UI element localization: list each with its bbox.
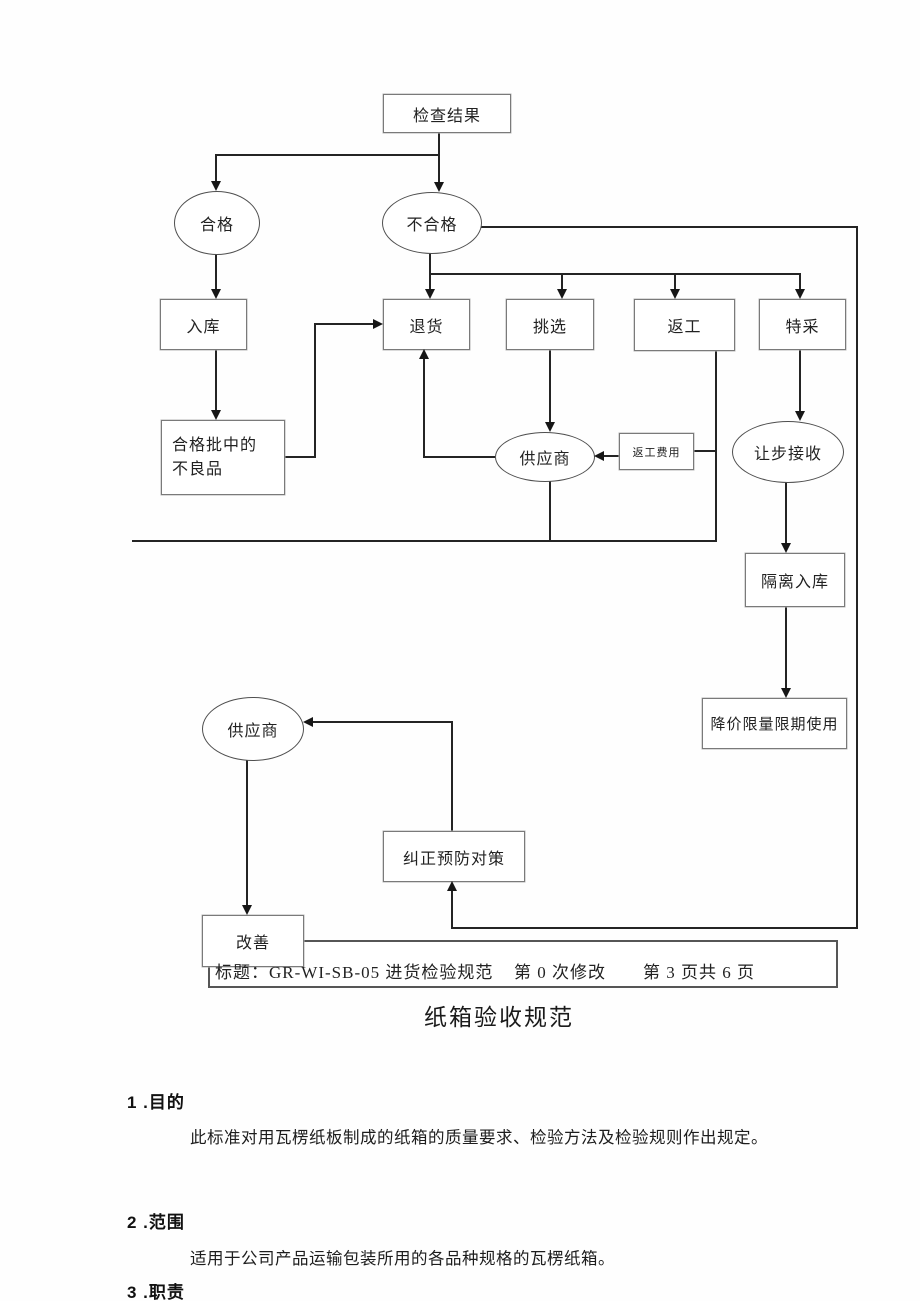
arrowhead: [211, 289, 221, 299]
arrowhead: [557, 289, 567, 299]
flow-line: [132, 540, 717, 542]
arrowhead: [242, 905, 252, 915]
flow-line: [451, 890, 453, 928]
flow-line: [451, 721, 453, 831]
flow-line: [799, 273, 801, 290]
flow-node-rework: 返工: [634, 299, 735, 351]
arrowhead: [594, 451, 604, 461]
arrowhead: [795, 289, 805, 299]
defective-label-line1: 合格批中的: [172, 437, 258, 455]
flow-line: [215, 253, 217, 290]
arrowhead: [781, 543, 791, 553]
flow-node-defective-in-qualified-batch: 合格批中的 不良品: [161, 420, 285, 495]
arrowhead: [303, 717, 313, 727]
flow-line: [451, 927, 858, 929]
flow-line: [438, 131, 440, 183]
flow-node-sorting: 挑选: [506, 299, 594, 350]
flow-line: [480, 226, 858, 228]
footer-revision: 第 0 次修改: [514, 963, 606, 982]
flow-node-warehouse-in: 入库: [160, 299, 247, 350]
flow-node-improvement: 改善: [202, 915, 304, 967]
arrowhead: [795, 411, 805, 421]
arrowhead: [211, 181, 221, 191]
section-body-purpose: 此标准对用瓦楞纸板制成的纸箱的质量要求、检验方法及检验规则作出规定。: [190, 1128, 768, 1147]
flow-line: [429, 252, 431, 290]
flow-line: [603, 455, 619, 457]
flow-line: [215, 154, 217, 182]
flow-line: [246, 759, 248, 906]
flow-line: [549, 479, 551, 541]
flow-node-isolation-warehouse: 隔离入库: [745, 553, 845, 607]
section-body-scope: 适用于公司产品运输包装所用的各品种规格的瓦楞纸箱。: [190, 1249, 615, 1268]
flow-line: [561, 273, 563, 290]
flow-node-supplier-lower: 供应商: [202, 697, 304, 761]
arrowhead: [211, 410, 221, 420]
flow-node-rework-fee: 返工费用: [619, 433, 694, 470]
arrowhead: [434, 182, 444, 192]
flow-line: [674, 273, 676, 290]
arrowhead: [419, 349, 429, 359]
flow-line: [715, 349, 717, 541]
footer-bar: [208, 940, 838, 988]
flow-line: [423, 456, 495, 458]
flow-node-qualified: 合格: [174, 191, 260, 255]
flow-line: [215, 348, 217, 411]
flow-node-corrective-action: 纠正预防对策: [383, 831, 525, 882]
flow-line: [785, 605, 787, 689]
arrowhead: [373, 319, 383, 329]
flow-line: [423, 358, 425, 457]
flow-node-special-acceptance: 特采: [759, 299, 846, 350]
flow-line: [314, 323, 374, 325]
flow-line: [314, 324, 316, 458]
section-heading-responsibility: 3 .职责: [127, 1283, 185, 1301]
flow-line: [215, 154, 440, 156]
footer-doc-title: 标题：GR-WI-SB-05 进货检验规范: [215, 963, 494, 982]
footer-page-number: 第 3 页共 6 页: [643, 963, 755, 982]
flow-node-unqualified: 不合格: [382, 192, 482, 254]
flow-line: [799, 348, 801, 412]
section-heading-scope: 2 .范围: [127, 1213, 185, 1232]
arrowhead: [425, 289, 435, 299]
flow-line: [312, 721, 453, 723]
defective-label-line2: 不良品: [172, 460, 224, 478]
flow-line: [549, 348, 551, 423]
flow-node-concession-acceptance: 让步接收: [732, 421, 844, 483]
flow-node-check-result: 检查结果: [383, 94, 511, 133]
flow-line: [692, 450, 717, 452]
flow-line: [856, 226, 858, 929]
arrowhead: [781, 688, 791, 698]
flow-node-supplier-upper: 供应商: [495, 432, 595, 482]
flow-node-return-goods: 退货: [383, 299, 470, 350]
flow-line: [785, 481, 787, 544]
flow-line: [273, 456, 316, 458]
arrowhead: [447, 881, 457, 891]
arrowhead: [545, 422, 555, 432]
page-title: 纸箱验收规范: [424, 1005, 574, 1030]
flow-line: [429, 273, 801, 275]
flow-node-discount-limited-use: 降价限量限期使用: [702, 698, 847, 749]
arrowhead: [670, 289, 680, 299]
section-heading-purpose: 1 .目的: [127, 1093, 185, 1112]
